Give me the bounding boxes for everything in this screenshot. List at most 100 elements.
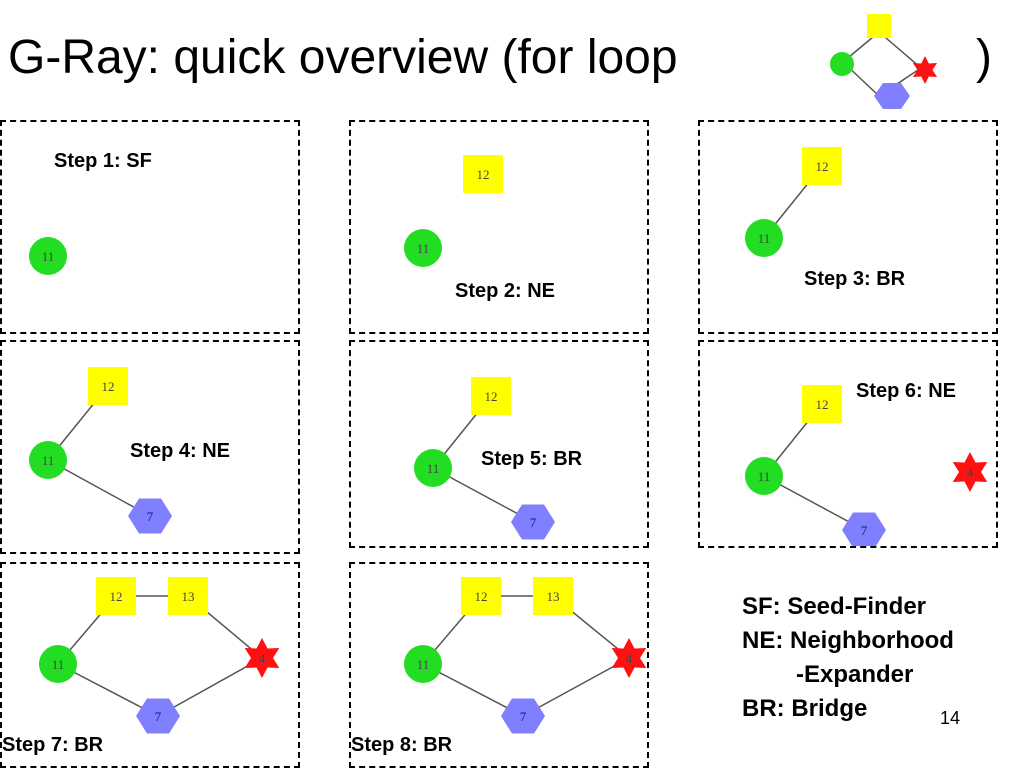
circle-shape — [29, 441, 67, 479]
edge-7-4 — [157, 657, 263, 717]
hexagon-shape — [136, 698, 180, 734]
legend-ne-continued: -Expander — [796, 661, 914, 688]
node-12: 12 — [802, 147, 842, 185]
node-label: 7 — [530, 515, 537, 530]
edge-7-4 — [522, 657, 630, 717]
step-panel-1: 11 Step 1: SF — [0, 120, 300, 334]
node-label: 4 — [626, 651, 633, 666]
step-7-graph: 11 12 13 7 4 — [39, 577, 280, 734]
node-label: 12 — [816, 159, 829, 174]
node-label: 11 — [417, 241, 430, 256]
circle-shape — [39, 645, 77, 683]
step-3-graph: 11 12 — [745, 147, 842, 257]
legend: SF: Seed-Finder NE: Neighborhood -Expand… — [742, 590, 954, 726]
node-12: 12 — [461, 577, 501, 615]
node-12: 12 — [471, 377, 511, 415]
node-label: 11 — [427, 461, 440, 476]
node-12: 12 — [96, 577, 136, 615]
node-11: 11 — [745, 457, 783, 495]
node-11: 11 — [404, 645, 442, 683]
step-label: Step 6: NE — [856, 380, 957, 402]
step-8-graph: 11 12 13 7 4 — [404, 577, 647, 734]
hexagon-shape — [128, 498, 172, 534]
node-label: 11 — [42, 249, 55, 264]
circle-shape — [745, 219, 783, 257]
square-shape — [471, 377, 511, 415]
node-7: 7 — [842, 512, 886, 546]
hexagon-shape — [501, 698, 545, 734]
circle-shape — [745, 457, 783, 495]
legend-ne: NE: Neighborhood — [742, 627, 954, 654]
star-shape — [244, 638, 280, 678]
node-4: 4 — [952, 452, 988, 492]
node-4: 4 — [244, 638, 280, 678]
step-1-graph: 11 — [29, 237, 67, 275]
step-label: Step 7: BR — [2, 734, 104, 756]
node-label: 4 — [259, 651, 266, 666]
node-label: 12 — [816, 397, 829, 412]
node-4: 4 — [611, 638, 647, 678]
square-shape — [96, 577, 136, 615]
step-2-graph: 11 12 — [404, 155, 503, 267]
node-label: 13 — [547, 589, 560, 604]
step-5-graph: 11 12 7 — [414, 377, 555, 540]
node-label: 11 — [52, 657, 65, 672]
node-label: 12 — [485, 389, 498, 404]
node-label: 13 — [182, 589, 195, 604]
node-label: 11 — [758, 231, 771, 246]
step-label: Step 8: BR — [351, 734, 453, 756]
step-panel-3: 11 12 Step 3: BR — [698, 120, 998, 334]
square-shape — [533, 577, 573, 615]
square-shape — [168, 577, 208, 615]
node-7: 7 — [511, 504, 555, 540]
node-11: 11 — [404, 229, 442, 267]
node-label: 7 — [520, 709, 527, 724]
node-label: 12 — [475, 589, 488, 604]
edge-11-7 — [47, 459, 151, 517]
node-label: 11 — [42, 453, 55, 468]
node-label: 11 — [758, 469, 771, 484]
legend-sf: SF: Seed-Finder — [742, 593, 927, 620]
node-11: 11 — [29, 237, 67, 275]
node-label: 7 — [861, 523, 868, 538]
node-12: 12 — [463, 155, 503, 193]
node-11: 11 — [414, 449, 452, 487]
step-panel-7: 11 12 13 7 4 Step 7: BR — [0, 562, 300, 768]
node-7: 7 — [128, 498, 172, 534]
node-11: 11 — [29, 441, 67, 479]
step-4-graph: 11 12 7 — [29, 367, 172, 534]
step-panel-8: 11 12 13 7 4 Step 8: BR — [349, 562, 649, 768]
page-number: 14 — [940, 708, 961, 728]
hexagon-shape — [511, 504, 555, 540]
title-text: G-Ray: quick overview (for loop — [8, 31, 678, 84]
step-panel-6: 11 12 7 4 Step 6: NE — [698, 340, 998, 548]
slide-title: G-Ray: quick overview (for loop — [8, 30, 678, 86]
step-6-graph: 11 12 7 4 — [745, 385, 988, 546]
step-label: Step 3: BR — [804, 268, 906, 290]
legend-br: BR: Bridge — [742, 695, 868, 722]
hexagon-shape — [842, 512, 886, 546]
node-label: 4 — [967, 465, 974, 480]
node-7: 7 — [136, 698, 180, 734]
title-close-paren: ) — [976, 31, 992, 84]
node-label: 11 — [417, 657, 430, 672]
node-label: 12 — [102, 379, 115, 394]
node-label: 7 — [155, 709, 162, 724]
node-7: 7 — [501, 698, 545, 734]
node-13: 13 — [533, 577, 573, 615]
circle-shape — [414, 449, 452, 487]
loop-pattern-icon — [830, 14, 938, 109]
node-12: 12 — [802, 385, 842, 423]
square-shape — [88, 367, 128, 405]
square-shape — [461, 577, 501, 615]
step-label: Step 1: SF — [54, 150, 152, 172]
circle-shape — [29, 237, 67, 275]
star-shape — [952, 452, 988, 492]
node-label: 12 — [110, 589, 123, 604]
circle-shape — [404, 645, 442, 683]
node-11: 11 — [39, 645, 77, 683]
square-shape — [802, 147, 842, 185]
